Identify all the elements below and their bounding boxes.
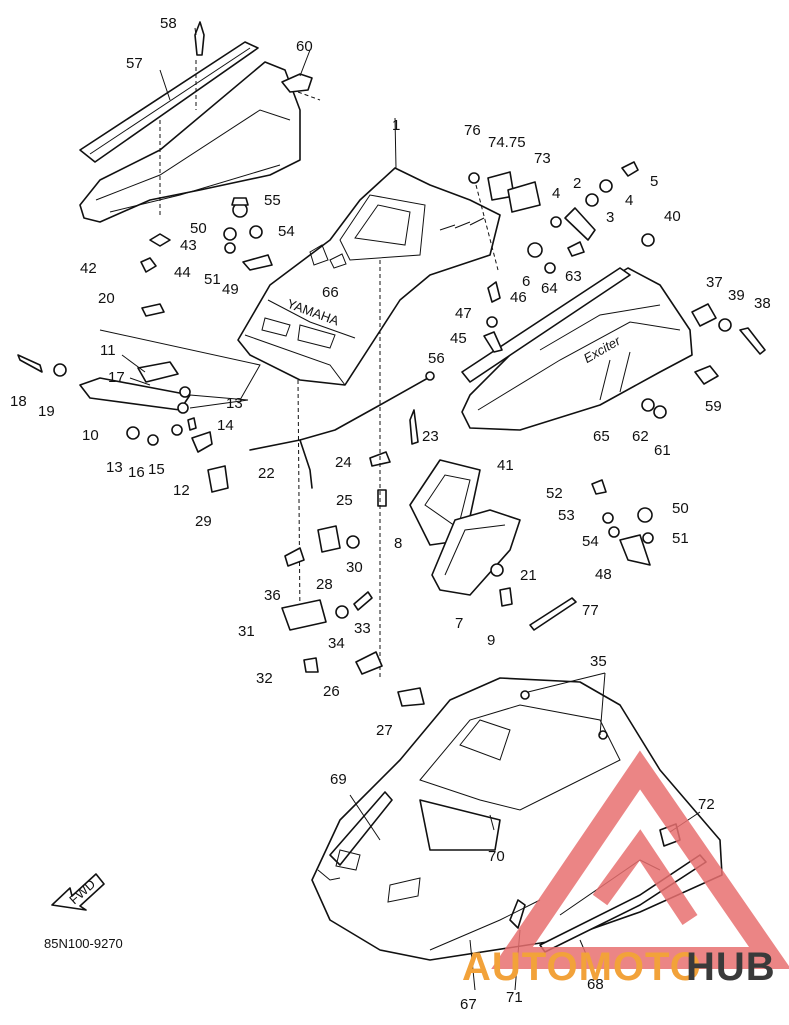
callout-34: 34 xyxy=(328,635,345,652)
windshield-hardware xyxy=(140,197,273,273)
callout-27: 27 xyxy=(376,722,393,739)
callout-43: 43 xyxy=(180,237,197,254)
callout-39: 39 xyxy=(728,287,745,304)
callout-25: 25 xyxy=(336,492,353,509)
callout-2: 2 xyxy=(573,175,581,192)
callout-54a: 54 xyxy=(278,223,295,240)
callout-51a: 51 xyxy=(204,271,221,288)
callout-60: 60 xyxy=(296,38,313,55)
callout-20: 20 xyxy=(98,290,115,307)
callout-61: 61 xyxy=(654,442,671,459)
callout-63: 63 xyxy=(565,268,582,285)
callout-labels: 1 2 3 4 4 5 6 7 8 9 10 11 12 13 13 14 15… xyxy=(10,15,771,1013)
callout-37: 37 xyxy=(706,274,723,291)
callout-66: 66 xyxy=(322,284,339,301)
emblem-hardware-group xyxy=(468,161,639,353)
callout-71: 71 xyxy=(506,989,523,1006)
callout-62: 62 xyxy=(632,428,649,445)
callout-10: 10 xyxy=(82,427,99,444)
callout-21: 21 xyxy=(520,567,537,584)
callout-48: 48 xyxy=(595,566,612,583)
callout-15: 15 xyxy=(148,461,165,478)
callout-49: 49 xyxy=(222,281,239,298)
front-direction-arrow: FWD xyxy=(51,873,105,911)
callout-13a: 13 xyxy=(226,395,243,412)
callout-44: 44 xyxy=(174,264,191,281)
callout-55: 55 xyxy=(264,192,281,209)
callout-40: 40 xyxy=(664,208,681,225)
callout-18: 18 xyxy=(10,393,27,410)
callout-41: 41 xyxy=(497,457,514,474)
callout-35: 35 xyxy=(590,653,607,670)
callout-16: 16 xyxy=(128,464,145,481)
callout-58: 58 xyxy=(160,15,177,32)
callout-33: 33 xyxy=(354,620,371,637)
callout-6: 6 xyxy=(522,273,530,290)
callout-4b: 4 xyxy=(625,192,633,209)
callout-64: 64 xyxy=(541,280,558,297)
callout-74-75: 74.75 xyxy=(488,134,526,151)
callout-69: 69 xyxy=(330,771,347,788)
callout-56: 56 xyxy=(428,350,445,367)
watermark-logo: AUTOMOTO HUB xyxy=(462,750,789,989)
callout-22: 22 xyxy=(258,465,275,482)
callout-9: 9 xyxy=(487,632,495,649)
lower-shroud-part xyxy=(311,677,723,961)
callout-31: 31 xyxy=(238,623,255,640)
callout-52: 52 xyxy=(546,485,563,502)
vent-parts-group xyxy=(409,459,577,631)
callout-45: 45 xyxy=(450,330,467,347)
callout-17: 17 xyxy=(108,369,125,386)
callout-53: 53 xyxy=(558,507,575,524)
callout-67: 67 xyxy=(460,996,477,1013)
callout-57: 57 xyxy=(126,55,143,72)
callout-5: 5 xyxy=(650,173,658,190)
lower-hardware-group xyxy=(281,525,425,707)
callout-4a: 4 xyxy=(552,185,560,202)
callout-42: 42 xyxy=(80,260,97,277)
right-bracket-group xyxy=(591,479,654,566)
windshield-part xyxy=(79,21,321,223)
cable-group xyxy=(249,260,435,680)
callout-13b: 13 xyxy=(106,459,123,476)
callout-47: 47 xyxy=(455,305,472,322)
document-code: 85N100-9270 xyxy=(44,936,123,951)
callout-54b: 54 xyxy=(582,533,599,550)
callout-19: 19 xyxy=(38,403,55,420)
callout-50b: 50 xyxy=(672,500,689,517)
callout-26: 26 xyxy=(323,683,340,700)
callout-59: 59 xyxy=(705,398,722,415)
callout-72: 72 xyxy=(698,796,715,813)
side-panel-part xyxy=(461,233,766,431)
watermark-text-left: AUTOMOTO xyxy=(462,945,702,989)
callout-14: 14 xyxy=(217,417,234,434)
callout-23: 23 xyxy=(422,428,439,445)
left-bracket-group xyxy=(17,303,261,493)
callout-11: 11 xyxy=(100,342,116,359)
callout-73: 73 xyxy=(534,150,551,167)
watermark-text-right: HUB xyxy=(686,945,776,989)
callout-24: 24 xyxy=(335,454,352,471)
callout-65: 65 xyxy=(593,428,610,445)
callout-50a: 50 xyxy=(190,220,207,237)
callout-36: 36 xyxy=(264,587,281,604)
callout-38: 38 xyxy=(754,295,771,312)
callout-29: 29 xyxy=(195,513,212,530)
upper-hood-part xyxy=(237,167,501,386)
callout-1: 1 xyxy=(392,117,400,134)
callout-70: 70 xyxy=(488,848,505,865)
callout-3: 3 xyxy=(606,209,614,226)
callout-7: 7 xyxy=(455,615,463,632)
callout-77: 77 xyxy=(582,602,599,619)
callout-28: 28 xyxy=(316,576,333,593)
callout-76: 76 xyxy=(464,122,481,139)
callout-12: 12 xyxy=(173,482,190,499)
callout-46: 46 xyxy=(510,289,527,306)
callout-32: 32 xyxy=(256,670,273,687)
callout-30: 30 xyxy=(346,559,363,576)
callout-68: 68 xyxy=(587,976,604,993)
callout-8: 8 xyxy=(394,535,402,552)
callout-51b: 51 xyxy=(672,530,689,547)
